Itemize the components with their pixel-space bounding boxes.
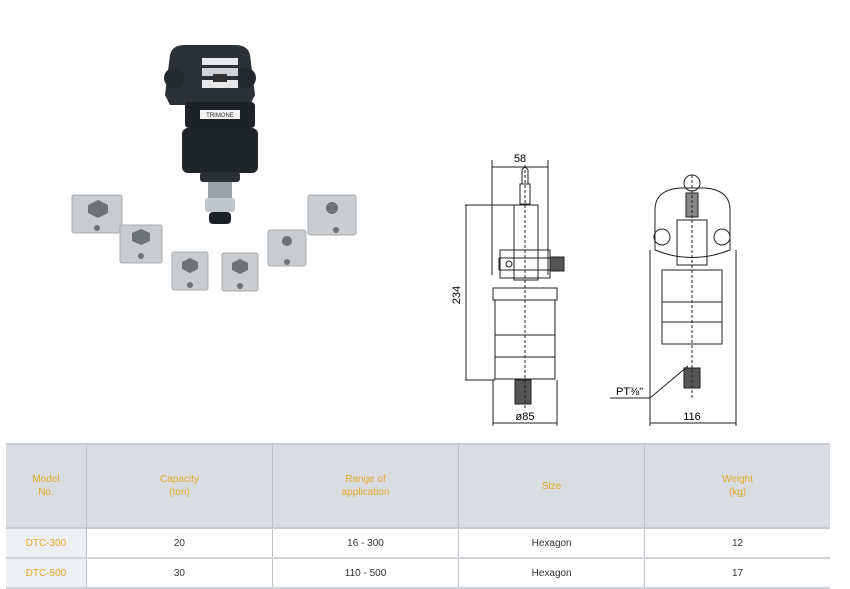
header-weight: Weight(kg) <box>644 443 830 529</box>
cell-capacity: 20 <box>85 528 273 559</box>
header-capacity: Capacity(ton) <box>85 443 273 529</box>
cell-capacity: 30 <box>85 558 273 589</box>
product-photo: TRIMONE <box>71 45 357 292</box>
cell-size: Hexagon <box>458 528 645 559</box>
brand-label: TRIMONE <box>206 113 234 119</box>
cell-weight: 17 <box>644 558 830 589</box>
dim-width-top: 58 <box>514 153 526 165</box>
header-size: Size <box>458 443 645 529</box>
cell-model: DTC-300 <box>6 528 87 559</box>
port-label: PT⅜" <box>616 386 643 398</box>
dim-width-side: 116 <box>683 411 701 423</box>
dim-diameter: ø85 <box>516 411 535 423</box>
cell-model: DTC-500 <box>6 558 87 589</box>
cell-range: 16 - 300 <box>271 528 459 559</box>
dim-height: 234 <box>451 286 463 304</box>
table-row: DTC-300 20 16 - 300 Hexagon 12 <box>6 528 830 559</box>
cell-range: 110 - 500 <box>271 558 459 589</box>
cell-size: Hexagon <box>458 558 645 589</box>
table-row: DTC-500 30 110 - 500 Hexagon 17 <box>6 558 830 589</box>
cell-weight: 12 <box>644 528 830 559</box>
technical-drawing: 58 234 ø85 116 PT⅜" <box>451 153 737 426</box>
